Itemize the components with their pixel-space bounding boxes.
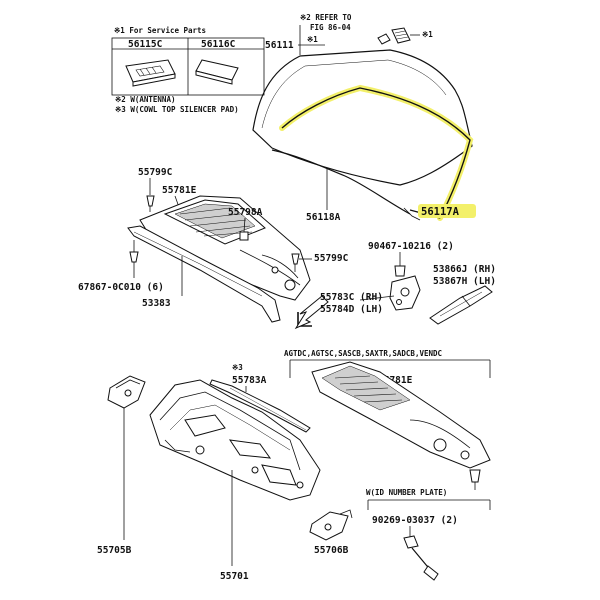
part-55784d-label: 55784D (LH) bbox=[320, 304, 383, 315]
models-note: AGTDC,AGTSC,SASCB,SAXTR,SADCB,VENDC bbox=[284, 349, 442, 358]
part-56111-label: 56111 bbox=[265, 40, 294, 51]
part-55781e-top-label: 55781E bbox=[162, 185, 197, 196]
service-note: ※1 For Service Parts bbox=[114, 26, 206, 35]
part-56117a-label: 56117A bbox=[421, 206, 460, 218]
bracket-55705b-drawing bbox=[107, 375, 146, 409]
id-plate-note: W(ID NUMBER PLATE) bbox=[366, 488, 447, 497]
part-55701-label: 55701 bbox=[220, 571, 249, 582]
cowl-panel-55701-drawing bbox=[149, 379, 321, 501]
mark3-note: ※3 bbox=[232, 363, 243, 372]
part-55783a-label: 55783A bbox=[232, 375, 267, 386]
cowl-top-panel-55781e-lower bbox=[311, 361, 491, 469]
rivet-90269-drawing bbox=[403, 535, 439, 581]
bolt-90467-drawing bbox=[394, 265, 406, 277]
part-55781e-bot-label: 55781E bbox=[378, 375, 413, 386]
part-56116c-drawing bbox=[195, 59, 239, 85]
service-parts-box: ※1 For Service Parts 56115C 56116C bbox=[111, 26, 265, 96]
part-90269-label: 90269-03037 (2) bbox=[372, 515, 458, 526]
refer-note-line2: FIG 86-04 bbox=[310, 23, 351, 32]
part-67867-label: 67867-0C010 (6) bbox=[78, 282, 164, 293]
weatherstrip-56117a bbox=[281, 87, 471, 219]
clip-lower-panel bbox=[469, 469, 481, 490]
weatherstrip-highlight bbox=[279, 84, 474, 221]
part-55705b-label: 55705B bbox=[97, 545, 132, 556]
bracket-55706b-drawing bbox=[309, 509, 353, 541]
mark1-note: ※1 bbox=[307, 35, 318, 44]
clip-55799c-top bbox=[146, 195, 155, 212]
antenna-connector-drawing bbox=[391, 27, 420, 44]
refer-note-line1: ※2 REFER TO bbox=[300, 13, 352, 22]
part-56116c-label: 56116C bbox=[201, 39, 236, 50]
part-55799c-top-label: 55799C bbox=[138, 167, 173, 178]
part-55798a-label: 55798A bbox=[228, 207, 263, 218]
part-56115c-label: 56115C bbox=[128, 39, 163, 50]
clip-55799c-mid bbox=[291, 253, 300, 272]
part-55798a-drawing bbox=[239, 231, 249, 241]
highlight-label-bg bbox=[418, 204, 476, 218]
part-53383-label: 53383 bbox=[142, 298, 171, 309]
antenna-clip-drawing bbox=[377, 33, 391, 45]
windshield-inner-edge bbox=[261, 59, 447, 129]
silencer-note: ※3 W(COWL TOP SILENCER PAD) bbox=[115, 105, 239, 114]
bracket-55783c-drawing bbox=[389, 275, 421, 311]
part-90467-label: 90467-10216 (2) bbox=[368, 241, 454, 252]
clip-67867-drawing bbox=[129, 251, 139, 263]
seal-53866j-drawing bbox=[429, 285, 493, 325]
molding-56118a bbox=[271, 149, 411, 215]
part-53867h-label: 53867H (LH) bbox=[433, 276, 496, 287]
windshield-glass bbox=[252, 49, 473, 186]
silencer-pad-55783a-drawing bbox=[209, 379, 311, 433]
cowl-top-panel-55781e bbox=[139, 195, 311, 301]
part-56115c-drawing bbox=[125, 59, 176, 87]
front-arrow-shape bbox=[294, 295, 329, 330]
mark1-small-note: ※1 bbox=[422, 30, 433, 39]
part-55799c-mid-label: 55799C bbox=[314, 253, 349, 264]
cowl-bar-53383 bbox=[127, 225, 281, 323]
antenna-note: ※2 W(ANTENNA) bbox=[115, 95, 175, 104]
part-55783c-label: 55783C (RH) bbox=[320, 292, 383, 303]
part-56118a-label: 56118A bbox=[306, 212, 341, 223]
part-55706b-label: 55706B bbox=[314, 545, 349, 556]
part-53866j-label: 53866J (RH) bbox=[433, 264, 496, 275]
